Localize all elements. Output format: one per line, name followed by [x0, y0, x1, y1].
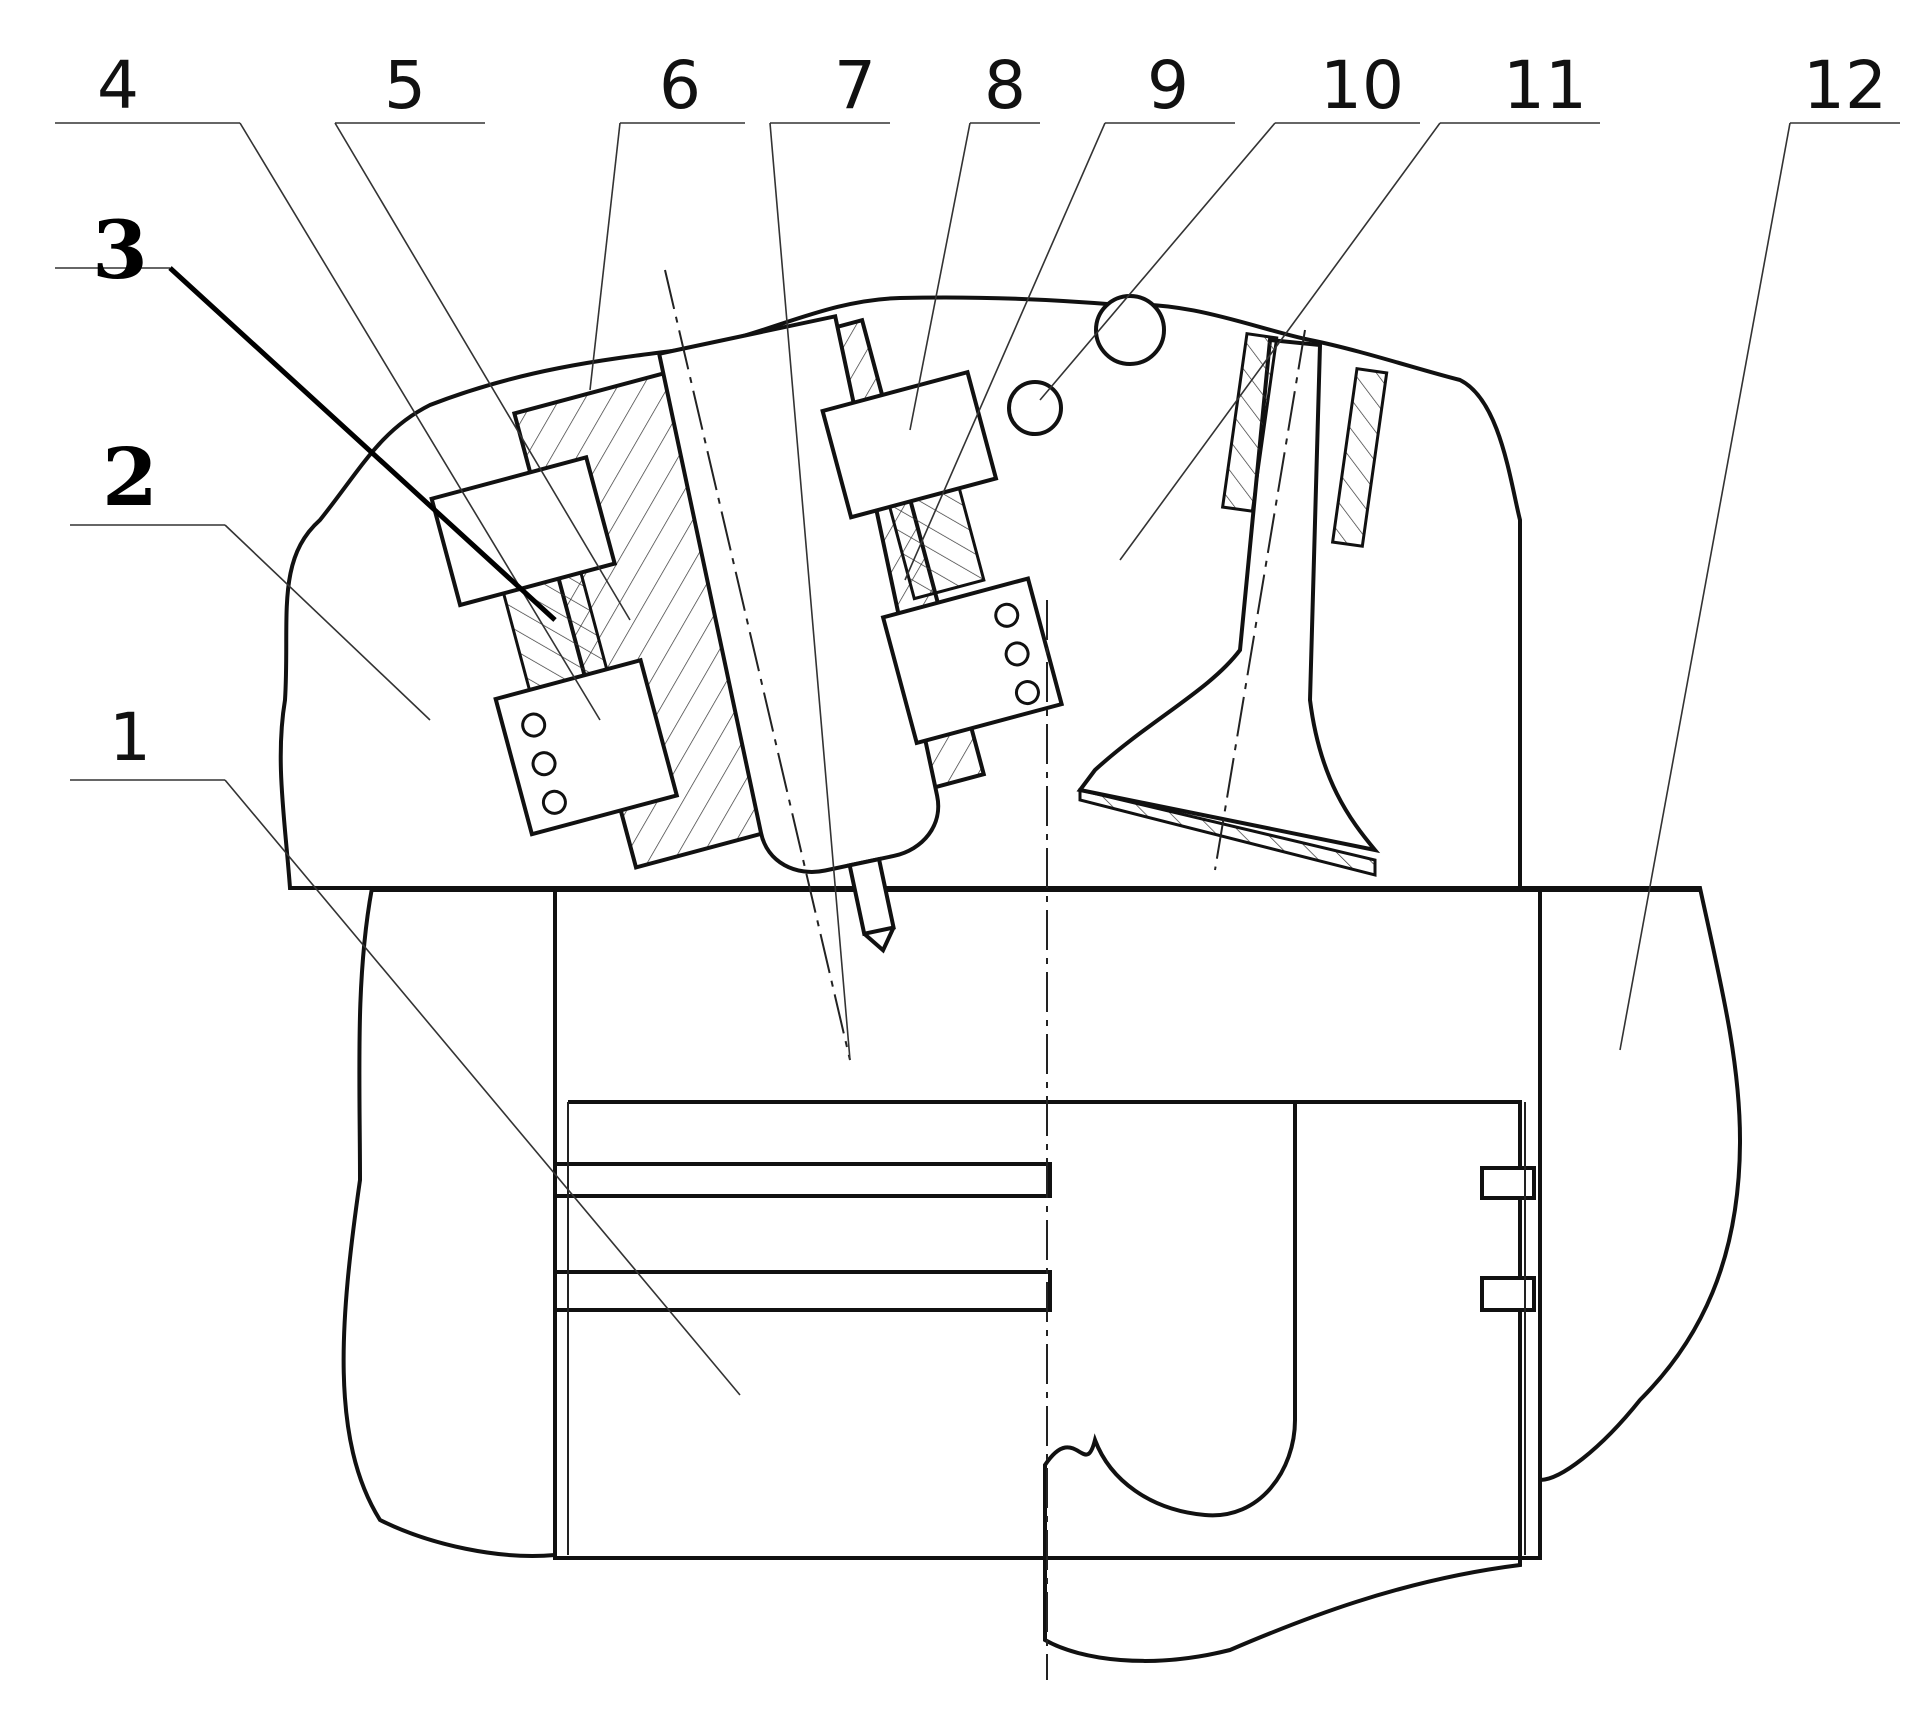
label-11: 11 [1503, 47, 1587, 124]
valve-centerline [1214, 329, 1306, 871]
label-4: 4 [97, 47, 139, 124]
label-2: 2 [102, 430, 158, 524]
piston-ring-1 [553, 1162, 1052, 1198]
label-6: 6 [659, 47, 701, 124]
oil-passage [1007, 380, 1063, 436]
label-8: 8 [984, 47, 1026, 124]
coolant-passage [1094, 294, 1166, 366]
part-labels: 4 5 6 7 8 9 10 11 12 3 2 1 [92, 47, 1887, 776]
label-10: 10 [1320, 47, 1404, 124]
cylinder-head [278, 295, 1522, 890]
label-9: 9 [1147, 47, 1189, 124]
fuel-injector [656, 313, 941, 954]
cylinder-wall-right [1538, 886, 1743, 1483]
right-valve-pocket [820, 369, 1065, 746]
label-7: 7 [834, 47, 876, 124]
label-3: 3 [92, 203, 148, 297]
valve-seat-insert [1078, 788, 1377, 877]
valve-guide-left [1220, 332, 1279, 513]
intake-valve [1076, 337, 1381, 854]
ring-groove-right-2 [1480, 1276, 1536, 1312]
piston-ring-2 [553, 1270, 1052, 1312]
piston-pin-boss [1043, 1100, 1522, 1663]
leader-lines [55, 122, 1900, 1396]
label-1: 1 [109, 699, 151, 776]
ring-groove-right-1 [1480, 1166, 1536, 1200]
label-12: 12 [1803, 47, 1887, 124]
valve-guide-right [1330, 367, 1389, 548]
injector-centerline [664, 269, 851, 1061]
cylinder-wall-left [341, 886, 557, 1558]
label-5: 5 [384, 47, 426, 124]
